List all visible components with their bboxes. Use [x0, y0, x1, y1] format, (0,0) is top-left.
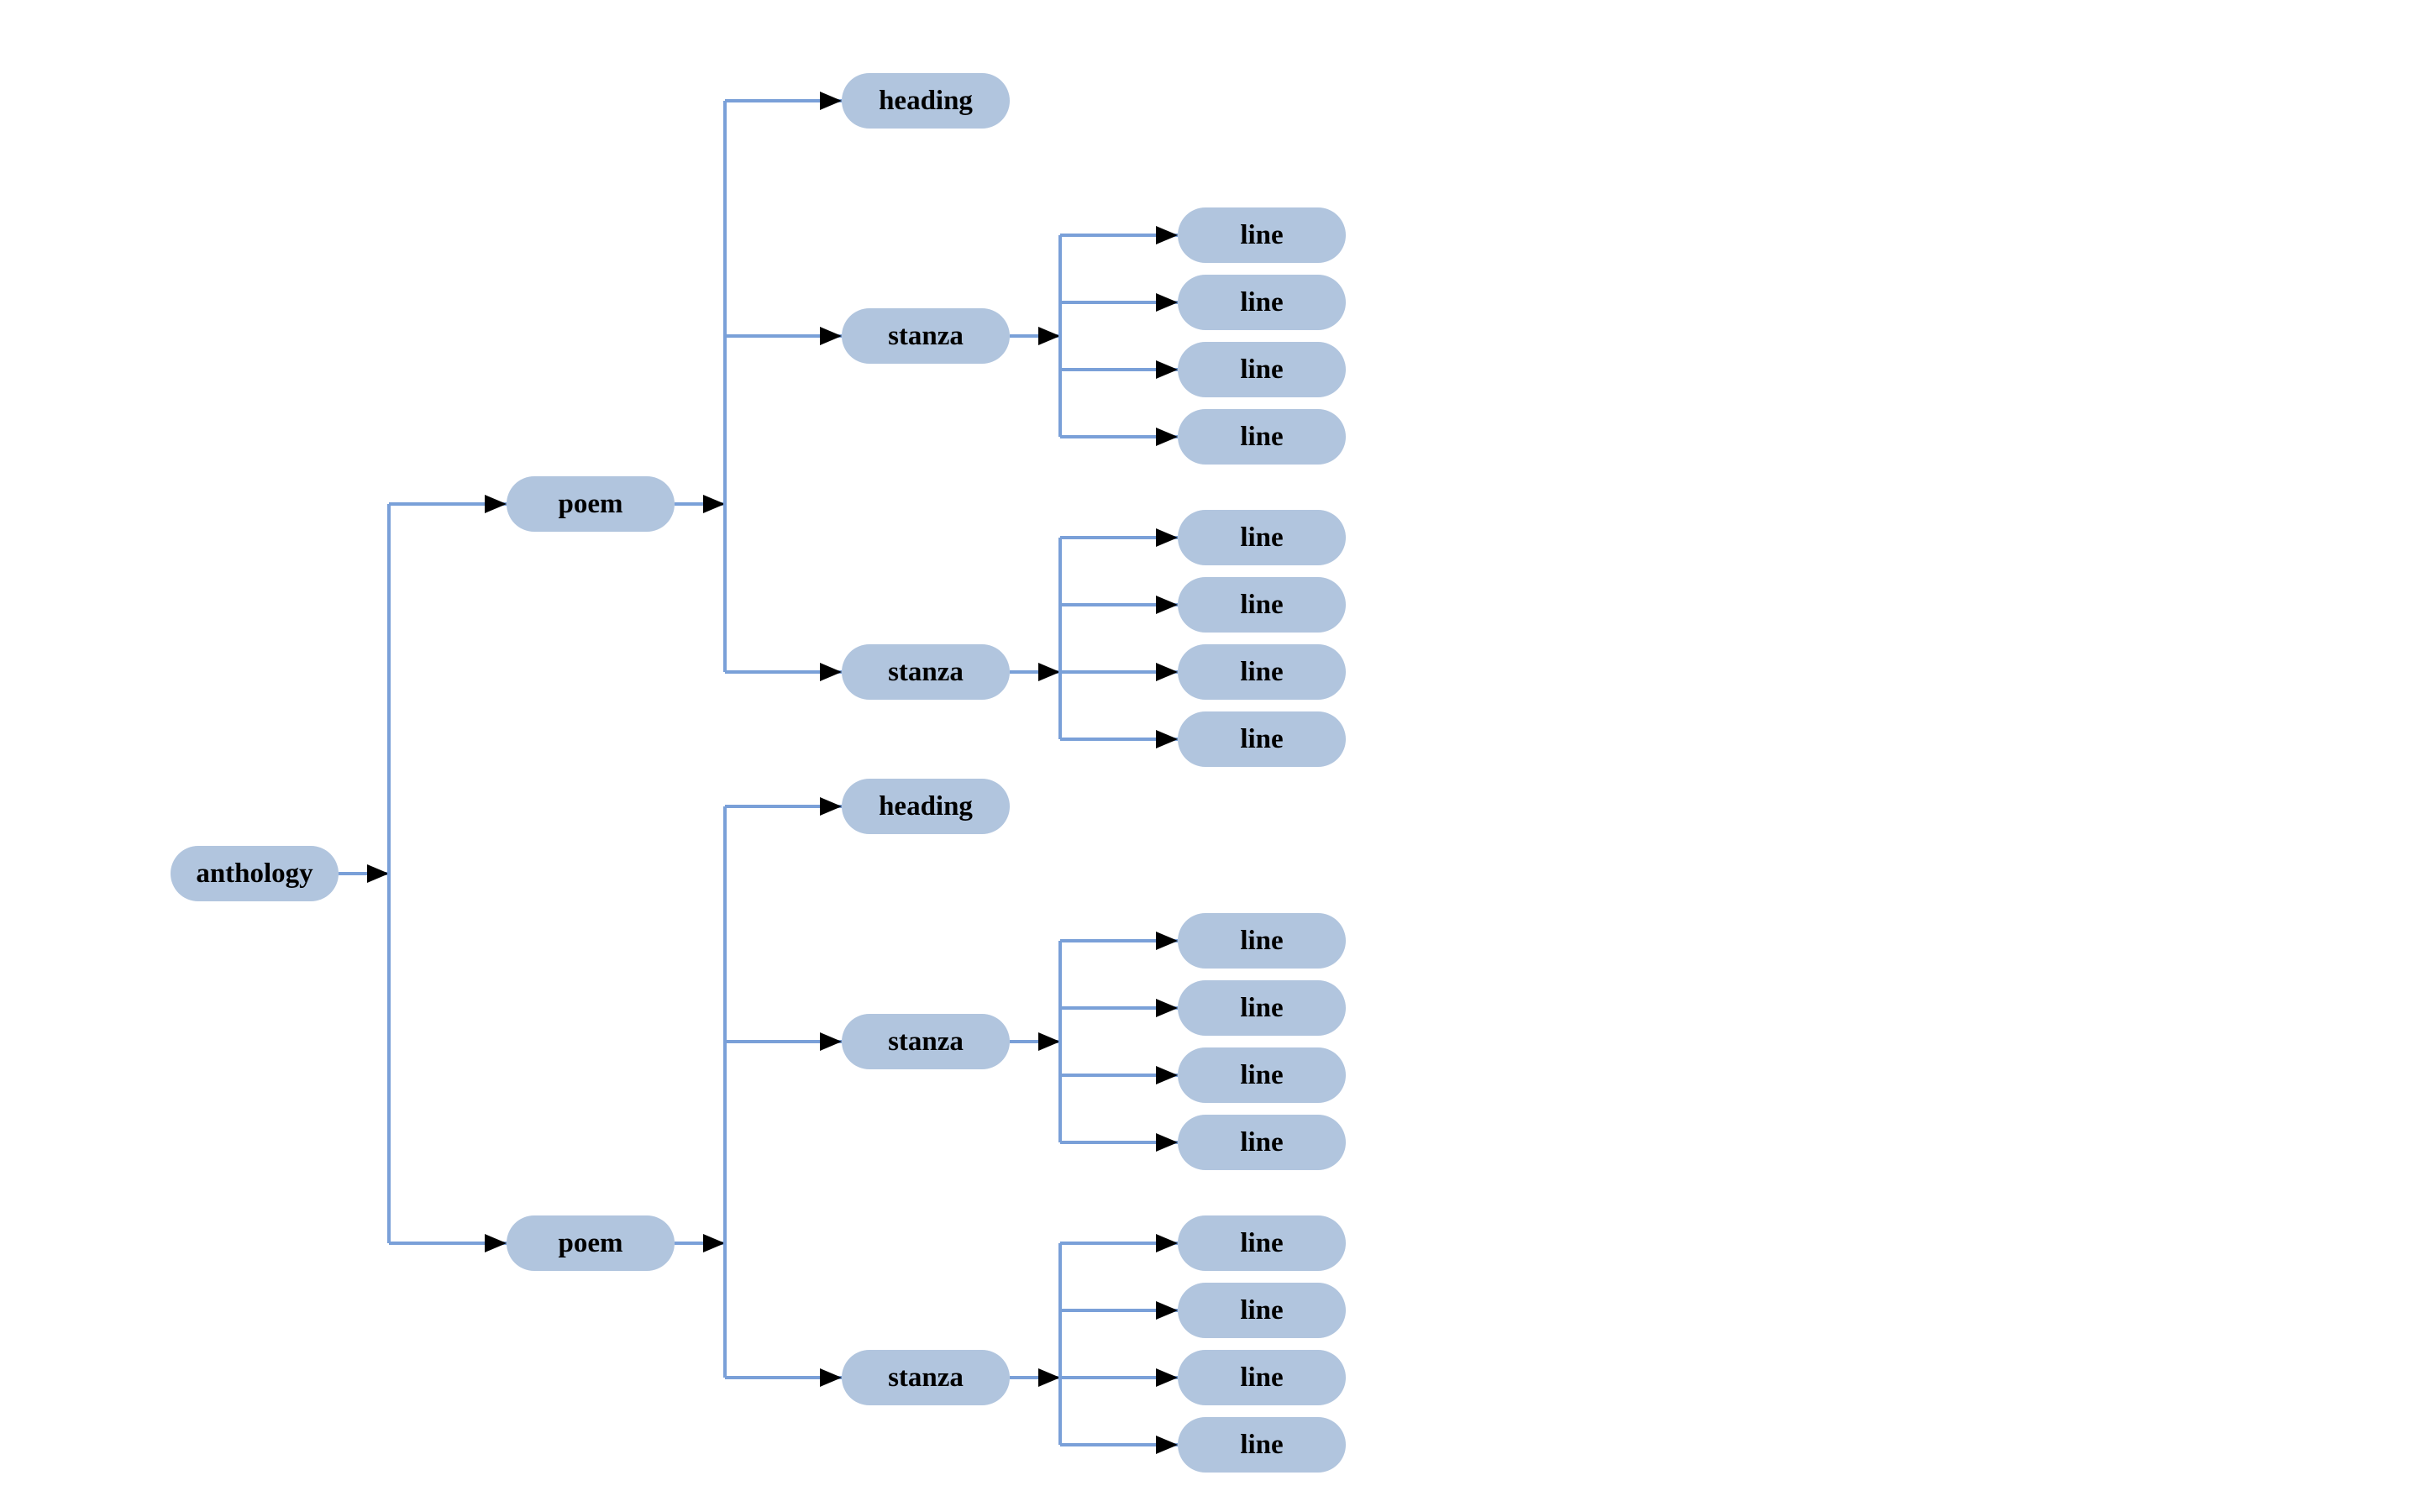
tree-node-label: line — [1240, 723, 1284, 754]
tree-node-poem: poem — [507, 476, 675, 532]
tree-node-line: line — [1178, 913, 1346, 969]
tree-node-label: line — [1240, 286, 1284, 318]
tree-node-line: line — [1178, 1417, 1346, 1473]
tree-node-label: line — [1240, 522, 1284, 553]
tree-node-label: line — [1240, 1227, 1284, 1258]
tree-node-line: line — [1178, 1215, 1346, 1271]
tree-node-label: poem — [558, 1227, 623, 1258]
tree-node-label: line — [1240, 1429, 1284, 1460]
tree-node-label: line — [1240, 1126, 1284, 1158]
tree-node-line: line — [1178, 577, 1346, 633]
tree-node-line: line — [1178, 980, 1346, 1036]
tree-node-heading: heading — [842, 779, 1010, 834]
tree-node-line: line — [1178, 711, 1346, 767]
tree-node-label: line — [1240, 219, 1284, 250]
tree-node-label: anthology — [196, 858, 313, 889]
tree-node-heading: heading — [842, 73, 1010, 129]
tree-node-label: line — [1240, 589, 1284, 620]
tree-node-label: line — [1240, 992, 1284, 1023]
tree-node-line: line — [1178, 510, 1346, 565]
tree-node-label: heading — [879, 85, 973, 116]
tree-node-label: stanza — [888, 656, 964, 687]
tree-node-label: poem — [558, 488, 623, 519]
tree-node-label: line — [1240, 1294, 1284, 1326]
tree-node-line: line — [1178, 207, 1346, 263]
tree-node-label: line — [1240, 925, 1284, 956]
tree-node-label: line — [1240, 1362, 1284, 1393]
tree-node-label: line — [1240, 656, 1284, 687]
tree-node-label: line — [1240, 354, 1284, 385]
tree-node-line: line — [1178, 1350, 1346, 1405]
tree-node-line: line — [1178, 409, 1346, 465]
tree-node-line: line — [1178, 1283, 1346, 1338]
tree-node-stanza: stanza — [842, 308, 1010, 364]
tree-node-stanza: stanza — [842, 1014, 1010, 1069]
tree-node-label: line — [1240, 421, 1284, 452]
tree-node-line: line — [1178, 644, 1346, 700]
tree-node-label: heading — [879, 790, 973, 822]
tree-node-line: line — [1178, 1047, 1346, 1103]
tree-node-label: stanza — [888, 1026, 964, 1057]
tree-node-line: line — [1178, 1115, 1346, 1170]
tree-node-line: line — [1178, 275, 1346, 330]
tree-node-label: stanza — [888, 1362, 964, 1393]
tree-node-line: line — [1178, 342, 1346, 397]
tree-edges — [339, 92, 1178, 1454]
tree-node-stanza: stanza — [842, 644, 1010, 700]
tree-node-poem: poem — [507, 1215, 675, 1271]
tree-node-label: line — [1240, 1059, 1284, 1090]
tree-node-stanza: stanza — [842, 1350, 1010, 1405]
tree-node-label: stanza — [888, 320, 964, 351]
tree-node-anthology: anthology — [171, 846, 339, 901]
